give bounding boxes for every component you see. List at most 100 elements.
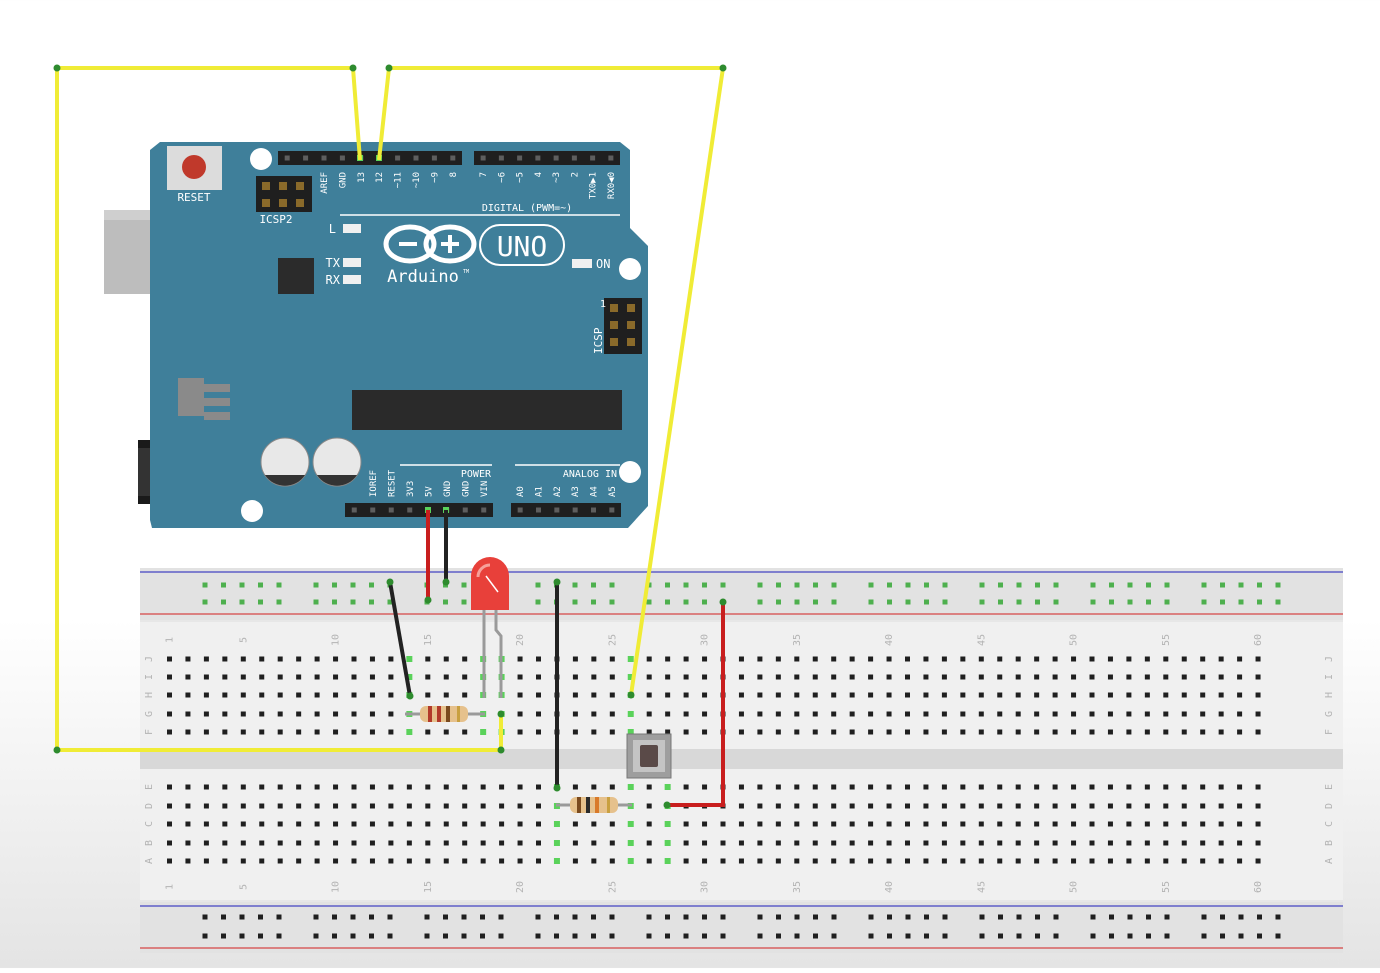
- rail-hole: [202, 582, 208, 588]
- rail-hole: [1090, 933, 1096, 939]
- capacitor: [312, 437, 362, 487]
- breadboard-hole: [1163, 711, 1169, 717]
- breadboard-hole: [1089, 803, 1095, 809]
- breadboard-hole: [1181, 656, 1187, 662]
- rail-hole: [1275, 914, 1281, 920]
- rail-hole: [646, 599, 652, 605]
- breadboard-hole: [831, 858, 837, 864]
- breadboard-hole: [905, 656, 910, 662]
- rail-hole: [202, 914, 208, 920]
- breadboard-hole: [812, 674, 818, 680]
- breadboard-hole: [738, 711, 744, 717]
- pin-label: A4: [590, 486, 600, 497]
- breadboard-hole: [1071, 840, 1077, 846]
- connected-hole: [627, 656, 634, 662]
- breadboard-hole: [683, 784, 689, 790]
- wire-endpoint: [386, 578, 394, 586]
- rail-hole: [221, 914, 226, 920]
- wire-endpoint: [53, 64, 61, 72]
- row-letter: J: [144, 656, 155, 662]
- breadboard-hole: [757, 784, 763, 790]
- breadboard-hole: [775, 803, 781, 809]
- resistor-button: [556, 797, 632, 813]
- pin-label: ~6: [497, 172, 507, 183]
- mount-hole: [619, 258, 641, 280]
- bottom-power-rail: [140, 902, 1343, 953]
- rail-hole: [202, 599, 208, 605]
- breadboard-hole: [646, 711, 652, 717]
- breadboard-hole: [1107, 784, 1113, 790]
- breadboard-hole: [222, 729, 228, 735]
- breadboard-labels: 1155101015152020252530303535404045455050…: [144, 634, 1335, 893]
- connected-hole: [627, 840, 634, 846]
- rail-hole: [332, 599, 337, 605]
- breadboard-hole: [831, 692, 837, 698]
- breadboard-hole: [1163, 821, 1169, 827]
- rail-hole: [942, 599, 948, 605]
- breadboard-hole: [1034, 821, 1040, 827]
- breadboard-hole: [1237, 858, 1243, 864]
- l-led: [343, 224, 361, 233]
- header-pin: [431, 155, 437, 161]
- header-pin: [321, 155, 327, 161]
- microcontroller-chip: [352, 390, 622, 430]
- breadboard-hole: [775, 729, 781, 735]
- rail-hole: [369, 599, 374, 605]
- breadboard-hole: [1126, 692, 1132, 698]
- breadboard-hole: [499, 840, 505, 846]
- header-pin: [572, 507, 578, 513]
- icsp2-pin: [296, 182, 304, 190]
- breadboard-hole: [1144, 784, 1150, 790]
- usb-chip: [278, 258, 314, 294]
- breadboard-hole: [480, 821, 486, 827]
- breadboard-hole: [536, 711, 541, 717]
- breadboard-hole: [1255, 729, 1261, 735]
- breadboard-hole: [369, 674, 375, 680]
- breadboard-hole: [517, 674, 523, 680]
- breadboard-hole: [775, 674, 781, 680]
- power-header: [345, 503, 493, 517]
- breadboard-hole: [683, 674, 689, 680]
- breadboard-hole: [609, 784, 615, 790]
- breadboard-hole: [1144, 803, 1150, 809]
- rail-hole: [1090, 599, 1096, 605]
- icsp-pin: [627, 338, 635, 346]
- breadboard-hole: [1015, 803, 1021, 809]
- breadboard-hole: [1163, 784, 1169, 790]
- breadboard-hole: [517, 784, 523, 790]
- breadboard-hole: [757, 821, 763, 827]
- rail-hole: [1053, 582, 1059, 588]
- breadboard-hole: [1089, 784, 1095, 790]
- breadboard-hole: [222, 711, 228, 717]
- column-number: 35: [792, 881, 803, 893]
- rail-hole: [1164, 599, 1170, 605]
- header-pin: [388, 507, 394, 513]
- breadboard-hole: [738, 784, 744, 790]
- brand-label: Arduino: [387, 267, 459, 287]
- arduino-logo-icon: [383, 224, 477, 264]
- breadboard-hole: [683, 858, 689, 864]
- breadboard-hole: [240, 803, 246, 809]
- rail-hole: [998, 582, 1003, 588]
- breadboard-hole: [388, 803, 394, 809]
- rail-hole: [461, 599, 467, 605]
- breadboard-hole: [886, 656, 892, 662]
- icsp-header: [604, 298, 642, 354]
- trademark: TM: [463, 269, 469, 275]
- breadboard-hole: [167, 840, 172, 846]
- rail-hole: [979, 914, 985, 920]
- breadboard-holes: [167, 656, 1261, 864]
- breadboard-hole: [665, 656, 671, 662]
- breadboard-hole: [997, 821, 1003, 827]
- breadboard-hole: [1034, 692, 1040, 698]
- rail-hole: [1127, 914, 1133, 920]
- breadboard-hole: [203, 674, 209, 680]
- pin-label: GND: [443, 481, 453, 497]
- breadboard-hole: [443, 784, 449, 790]
- rail-hole: [887, 582, 892, 588]
- breadboard-hole: [886, 858, 892, 864]
- breadboard-hole: [185, 784, 191, 790]
- rail-hole: [720, 933, 726, 939]
- breadboard-hole: [1089, 674, 1095, 680]
- breadboard-hole: [1237, 711, 1243, 717]
